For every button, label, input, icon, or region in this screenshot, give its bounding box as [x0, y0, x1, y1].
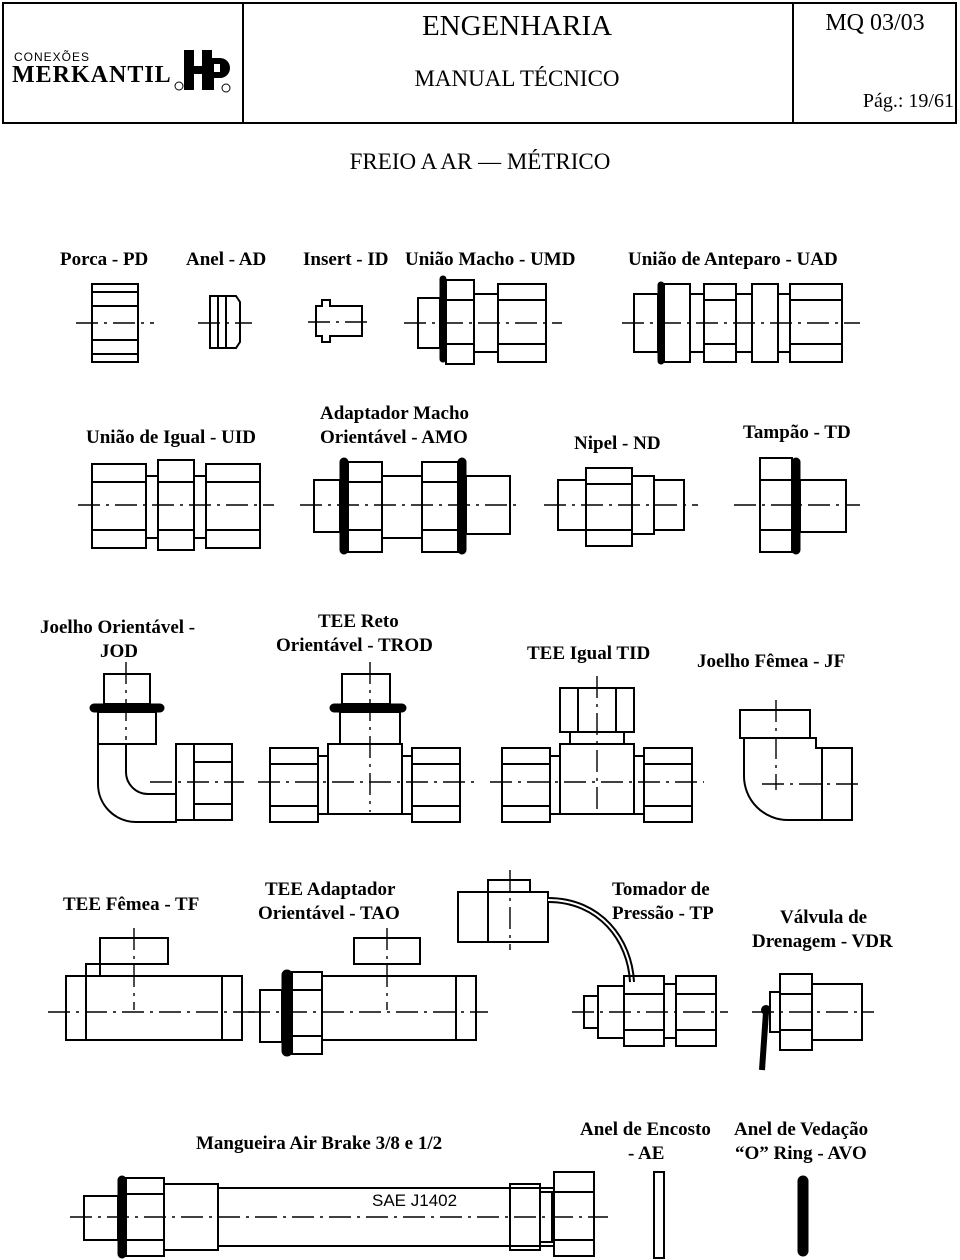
label-insert-id: Insert - ID	[303, 249, 389, 270]
drawing-mangueira: SAE J1402	[70, 1171, 608, 1259]
drawing-uniao-igual-uid	[78, 459, 274, 551]
label-tee-igual-tid: TEE Igual TID	[527, 643, 651, 664]
label-uniao-anteparo-uad: União de Anteparo - UAD	[628, 249, 838, 270]
drawing-nipel-nd	[544, 467, 698, 547]
label-ae-line2: - AE	[628, 1143, 665, 1164]
drawing-valvula-drenagem-vdr	[752, 973, 874, 1071]
header-divider	[242, 4, 244, 122]
label-avo-line2: “O” Ring - AVO	[735, 1143, 867, 1164]
logo-brand-text: MERKANTIL	[12, 62, 172, 88]
label-tampao-td: Tampão - TD	[743, 422, 851, 443]
label-vdr-line1: Válvula de	[780, 907, 868, 928]
drawing-uniao-anteparo-uad	[622, 281, 860, 365]
header-title: ENGENHARIA	[421, 10, 613, 42]
page-title: FREIO A AR — MÉTRICO	[349, 149, 611, 174]
drawing-tomador-pressao-tp	[457, 870, 728, 1047]
drawing-tee-igual-tid	[490, 676, 704, 823]
label-mangueira: Mangueira Air Brake 3/8 e 1/2	[196, 1133, 443, 1154]
header-subtitle: MANUAL TÉCNICO	[414, 66, 620, 91]
drawing-tampao-td	[734, 457, 860, 555]
label-trod-line1: TEE Reto	[318, 611, 399, 632]
drawing-tao	[248, 928, 488, 1057]
drawing-tee-femea-tf	[48, 928, 258, 1041]
label-uniao-igual-uid: União de Igual - UID	[86, 427, 256, 448]
label-tp-line1: Tomador de	[612, 879, 710, 900]
label-tp-line2: Pressão - TP	[612, 903, 714, 924]
drawing-joelho-femea-jf	[739, 700, 862, 821]
label-tao-line1: TEE Adaptador	[265, 879, 396, 900]
label-joelho-femea-jf: Joelho Fêmea - JF	[697, 651, 846, 672]
document-header: CONEXÕES MERKANTIL ENGENHARIA MANUAL TÉC…	[2, 2, 957, 124]
drawing-amo	[300, 457, 520, 555]
label-ae-line1: Anel de Encosto	[580, 1119, 711, 1140]
drawing-jod	[89, 662, 244, 823]
hose-marking: SAE J1402	[372, 1191, 457, 1210]
header-divider	[792, 4, 794, 122]
label-avo-line1: Anel de Vedação	[734, 1119, 869, 1140]
label-vdr-line2: Drenagem - VDR	[752, 931, 893, 952]
label-jod-line2: JOD	[100, 641, 138, 662]
drawing-uniao-macho-umd	[404, 275, 562, 365]
label-nipel-nd: Nipel - ND	[574, 433, 661, 454]
drawing-insert-id	[308, 299, 372, 343]
hp-logo-mark	[174, 50, 231, 93]
drawing-oring-avo	[797, 1175, 809, 1257]
label-tee-femea-tf: TEE Fêmea - TF	[63, 894, 200, 915]
label-uniao-macho-umd: União Macho - UMD	[405, 249, 576, 270]
logo-small-text: CONEXÕES	[14, 50, 91, 64]
drawing-porca-pd	[76, 283, 154, 363]
drawing-anel-ad	[198, 295, 252, 349]
label-tao-line2: Orientável - TAO	[258, 903, 400, 924]
drawing-trod	[258, 662, 474, 823]
label-anel-ad: Anel - AD	[186, 249, 267, 270]
doc-code: MQ 03/03	[825, 10, 925, 36]
label-jod-line1: Joelho Orientável -	[40, 617, 196, 638]
page-number: Pág.: 19/61	[862, 90, 954, 112]
label-porca-pd: Porca - PD	[60, 249, 149, 270]
company-logo: CONEXÕES MERKANTIL	[12, 48, 237, 98]
label-trod-line2: Orientável - TROD	[276, 635, 433, 656]
label-amo-line1: Adaptador Macho	[320, 403, 470, 424]
drawing-anel-encosto-ae	[653, 1171, 665, 1259]
label-amo-line2: Orientável - AMO	[320, 427, 468, 448]
